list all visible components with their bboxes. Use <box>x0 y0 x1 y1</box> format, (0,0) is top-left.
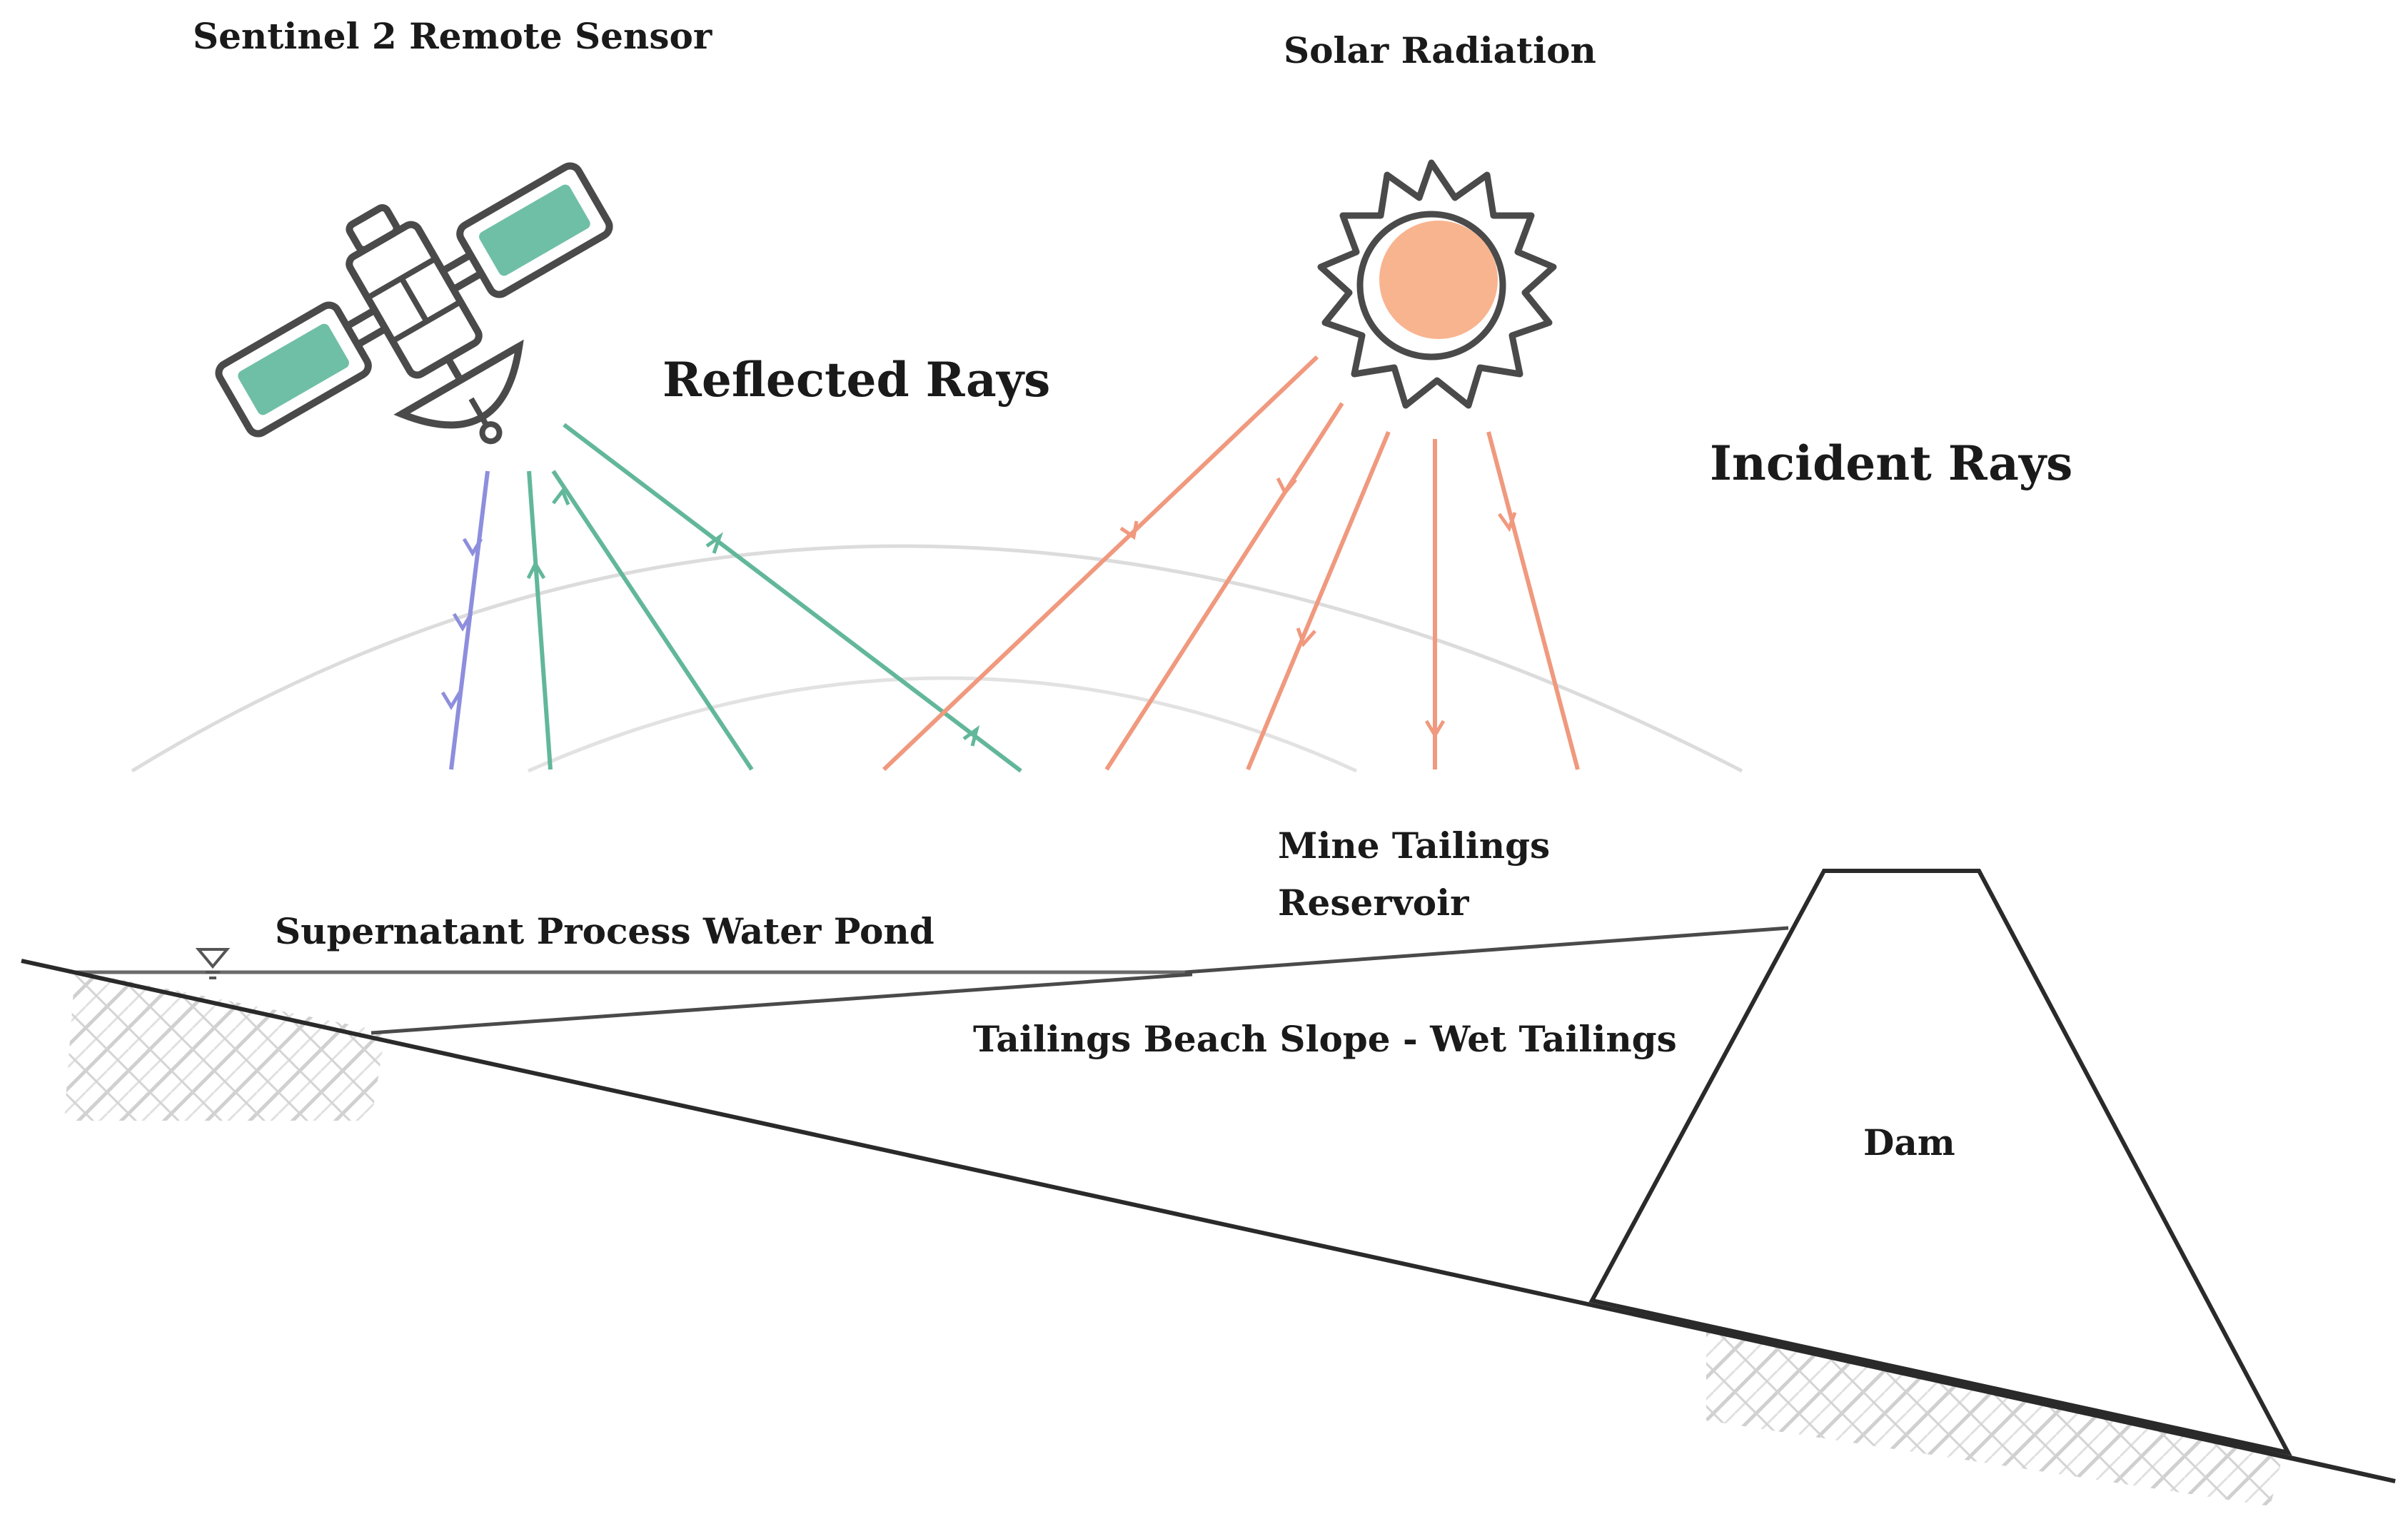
reflected-ray-arrow <box>705 532 723 554</box>
dam-label: Dam <box>1863 1121 1955 1164</box>
ground-hatch-left <box>64 971 386 1121</box>
reflected-ray <box>563 423 1022 773</box>
reflected-ray <box>527 470 553 770</box>
satellite-icon <box>215 162 613 445</box>
atmosphere-arcs <box>131 544 1743 773</box>
incident-ray <box>1246 430 1391 771</box>
reflected-rays-label: Reflected Rays <box>663 352 1050 408</box>
natural-ground-line-overlay <box>1591 1298 2396 1483</box>
incident-ray <box>1486 431 1580 770</box>
sensor-ray-arrow <box>452 612 473 632</box>
incident-ray-arrow <box>1119 520 1139 540</box>
incident-ray-arrow <box>1296 627 1316 647</box>
reflected-ray <box>551 470 754 771</box>
natural-ground-line <box>21 959 2396 1483</box>
incident-ray-arrow <box>1424 720 1446 739</box>
reflected-ray-arrow <box>526 560 546 580</box>
solar-radiation-label: Solar Radiation <box>1284 29 1596 71</box>
incident-ray-arrow <box>1497 512 1517 533</box>
reservoir-label-line1: Mine Tailings <box>1278 824 1550 867</box>
reflected-ray-arrow <box>552 488 570 505</box>
incident-ray <box>882 355 1319 772</box>
atmosphere-inner-arc <box>527 676 1358 773</box>
beach-slope-label: Tailings Beach Slope - Wet Tailings <box>973 1018 1677 1060</box>
reflected-rays <box>526 423 1022 773</box>
reservoir-surface <box>1184 926 1789 974</box>
sensor-ray-arrow <box>440 691 462 710</box>
sensor-label: Sentinel 2 Remote Sensor <box>193 15 712 57</box>
beach-slope-line <box>371 972 1193 1035</box>
reflected-ray-arrow <box>962 725 980 747</box>
incident-rays-label: Incident Rays <box>1710 435 2072 491</box>
reservoir-label-line2: Reservoir <box>1278 882 1469 924</box>
incident-ray <box>1104 402 1344 771</box>
water-level-triangle-icon <box>195 948 231 979</box>
sensor-ray-arrow <box>462 538 483 557</box>
atmosphere-outer-arc <box>131 544 1743 773</box>
ground-section <box>21 869 2396 1506</box>
ground-hatch-dam <box>1706 1329 2284 1506</box>
incident-ray-arrow <box>1276 477 1297 496</box>
pond-label: Supernatant Process Water Pond <box>275 910 935 952</box>
sun-icon <box>1317 159 1557 409</box>
sensor-ray <box>440 470 490 770</box>
incident-rays <box>882 355 1580 772</box>
